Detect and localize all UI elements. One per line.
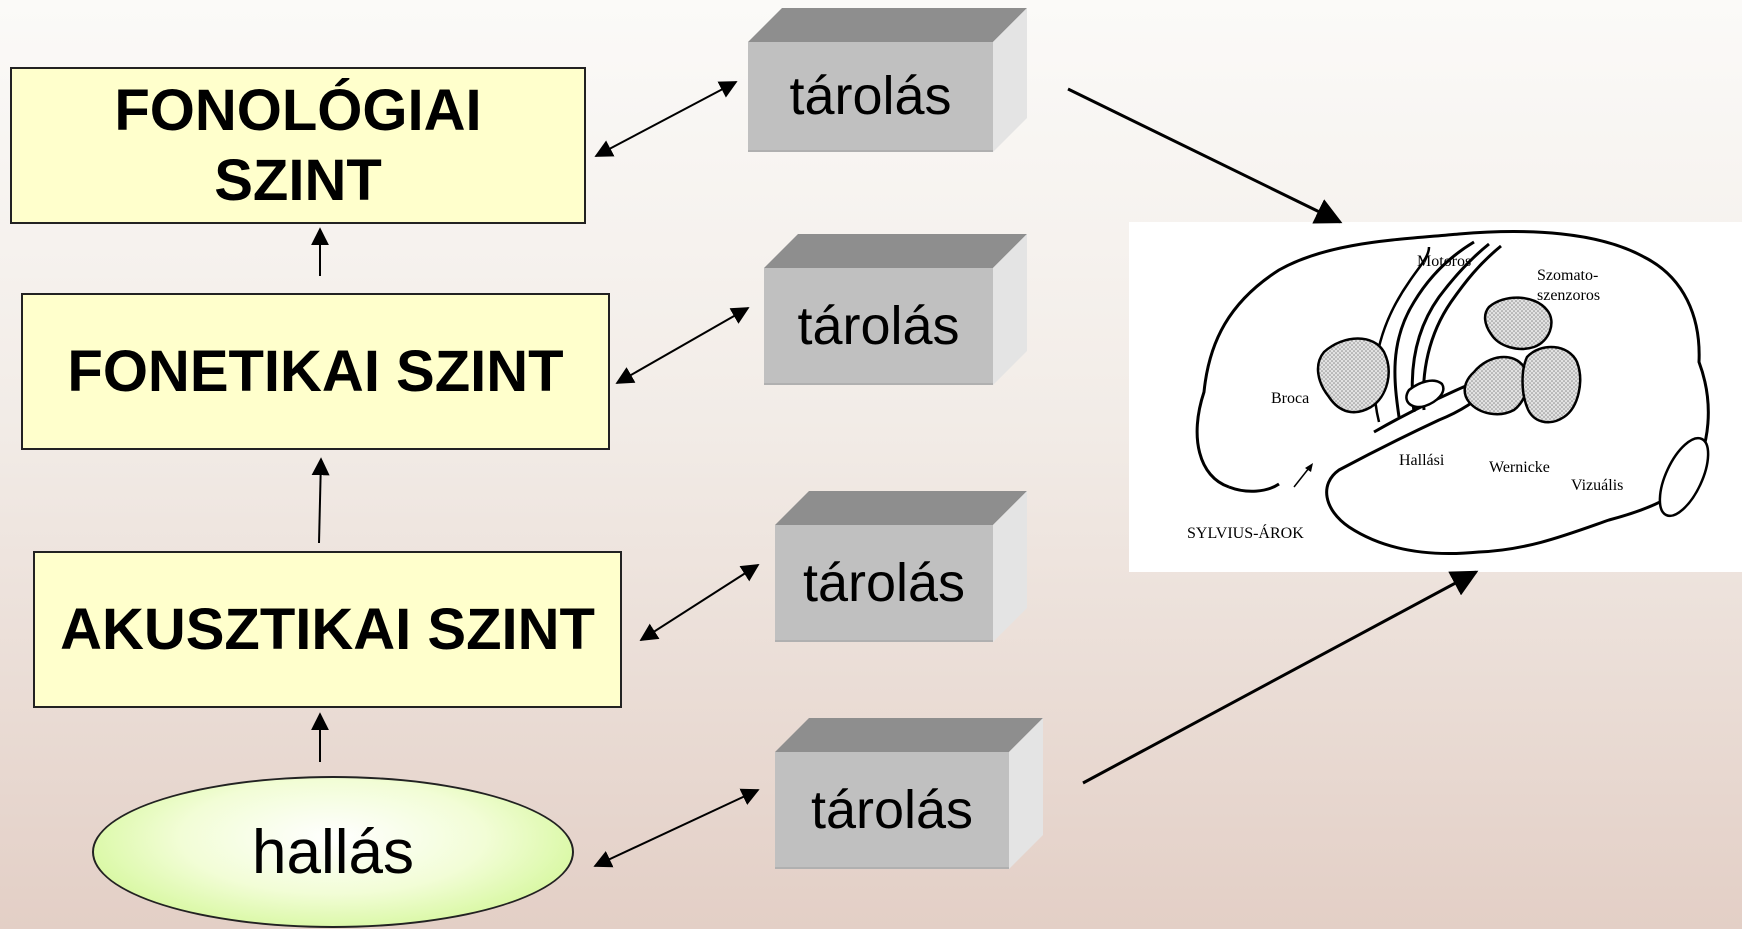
hearing-label: hallás	[252, 817, 414, 887]
label-somatosensory-1: Szomato-	[1537, 267, 1599, 284]
storage-label-3: tárolás	[775, 525, 993, 642]
phonological-level-line1: FONOLÓGIAI	[114, 77, 482, 143]
storage-label-4: tárolás	[775, 752, 1009, 869]
storage-box-3d-faces	[764, 234, 1027, 385]
label-auditory: Hallási	[1399, 452, 1445, 469]
parietal-area	[1483, 296, 1553, 351]
central-sulcus	[1410, 242, 1490, 413]
storage-box-3d-faces	[775, 491, 1027, 642]
storage-link-phonetic	[615, 307, 750, 384]
phonological-level-line2: SZINT	[214, 147, 382, 213]
central-sulcus	[1421, 244, 1502, 411]
acoustic-level-label: AKUSZTIKAI SZINT	[60, 596, 595, 662]
angular-area	[1521, 345, 1582, 424]
label-motor: Motoros	[1417, 253, 1472, 270]
label-broca: Broca	[1271, 390, 1310, 407]
storage-label-2: tárolás	[764, 268, 993, 385]
storage-box-2: tárolás	[764, 234, 1027, 385]
phonetic-level-box: FONETIKAI SZINT	[21, 293, 610, 450]
visual-cortex	[1658, 436, 1710, 518]
brain-illustration: Motoros Szomato- szenzoros Broca Hallási…	[1129, 222, 1742, 572]
acoustic-level-box: AKUSZTIKAI SZINT	[33, 551, 622, 708]
up-arrow-acoustic-to-phonetic	[311, 457, 330, 544]
label-visual: Vizuális	[1571, 477, 1624, 494]
phonological-level-box: FONOLÓGIAI SZINT	[10, 67, 586, 224]
storage-link-acoustic	[639, 564, 760, 641]
broca-area	[1316, 337, 1390, 414]
central-sulcus	[1393, 240, 1475, 418]
storage-box-3d-faces	[775, 718, 1043, 869]
storage-box-3d-faces	[748, 8, 1027, 152]
storage-link-phonological	[594, 81, 738, 157]
brain-drawing	[1195, 230, 1710, 555]
label-wernicke: Wernicke	[1489, 459, 1550, 476]
label-sylvius: SYLVIUS-ÁROK	[1187, 525, 1304, 542]
hearing-ellipse: hallás	[92, 776, 574, 928]
arrow-storage-to-brain-bottom	[1082, 570, 1479, 785]
auditory-area	[1405, 379, 1445, 409]
storage-label-1: tárolás	[748, 42, 993, 152]
sylvian-upper-edge	[1228, 482, 1280, 493]
storage-link-hearing	[593, 788, 760, 868]
sylvius-pointer	[1293, 467, 1310, 488]
storage-box-4: tárolás	[775, 718, 1043, 869]
wernicke-area	[1463, 355, 1529, 416]
phonetic-level-label: FONETIKAI SZINT	[67, 338, 564, 404]
storage-box-3: tárolás	[775, 491, 1027, 642]
label-somatosensory-2: szenzoros	[1537, 287, 1601, 304]
sylvius-pointer-head	[1305, 463, 1313, 472]
storage-box-1: tárolás	[748, 8, 1027, 152]
brain-outline	[1195, 230, 1710, 555]
arrow-storage-to-brain-top	[1067, 87, 1343, 224]
